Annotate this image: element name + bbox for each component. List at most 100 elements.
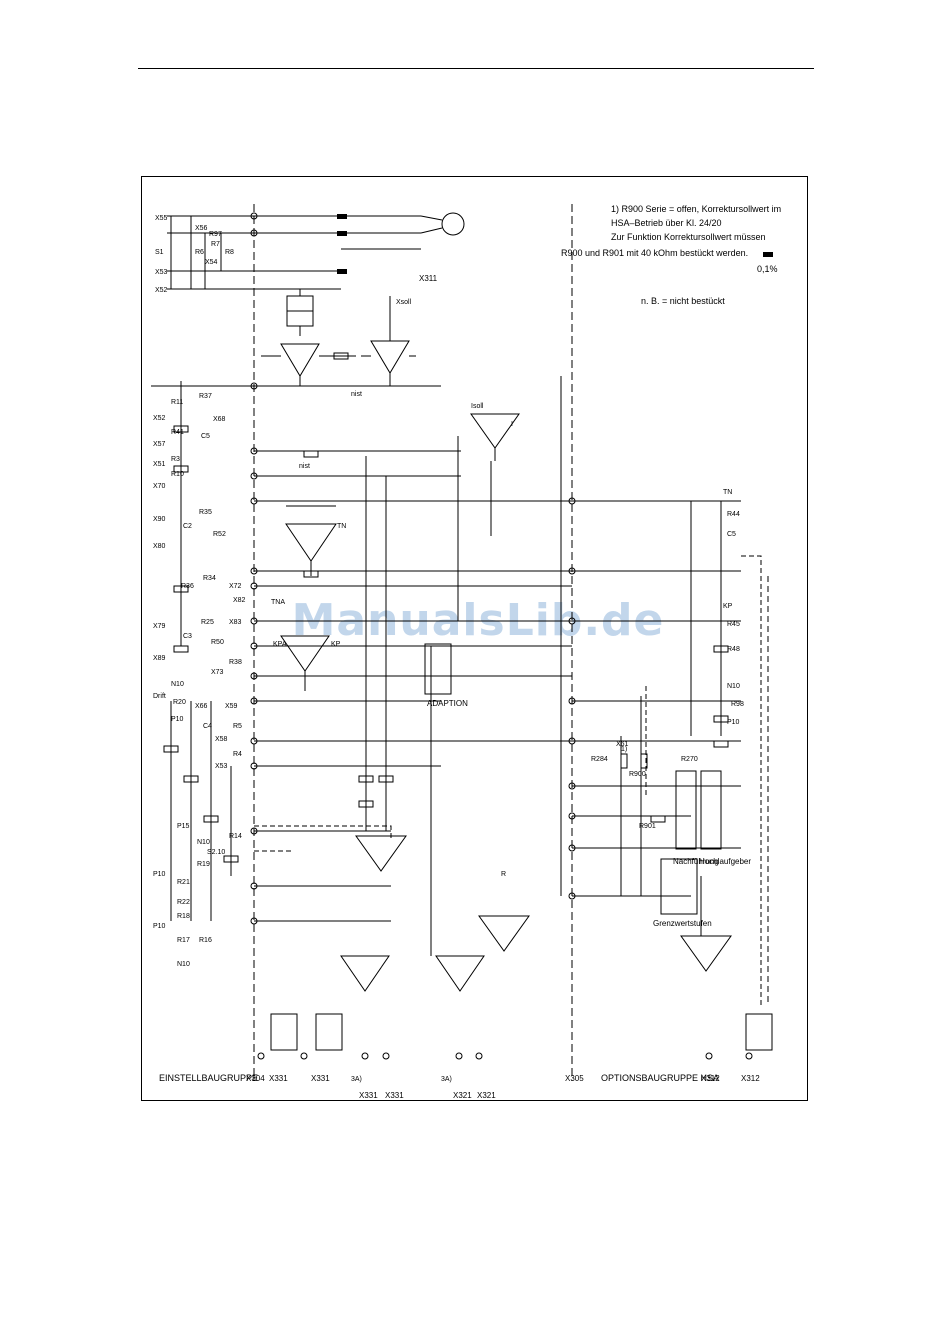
label-r21: R21 (177, 879, 190, 886)
label-r6: R6 (195, 249, 204, 256)
label-x52b: X52 (153, 415, 166, 422)
label-p10c: P10 (153, 923, 166, 930)
label-x61: X61 (616, 741, 629, 748)
label-x89: X89 (153, 655, 166, 662)
label-n10c: N10 (177, 961, 190, 968)
label-r270: R270 (681, 756, 698, 763)
label-r8: R8 (225, 249, 234, 256)
label-x79: X79 (153, 623, 166, 630)
label-tna: TNA (271, 599, 285, 606)
label-r50: R50 (211, 639, 224, 646)
label-x56: X56 (195, 225, 208, 232)
label-kp: KP (331, 641, 341, 648)
label-x82: X82 (233, 597, 246, 604)
connector-x331a: X331 (269, 1074, 288, 1083)
label-x52: X52 (155, 287, 168, 294)
label-tn2: TN (723, 489, 732, 496)
label-x55: X55 (155, 215, 168, 222)
label-r36: R36 (181, 583, 194, 590)
label-r48: R48 (727, 646, 740, 653)
label-fn1: 1) (621, 746, 627, 753)
label-c5: C5 (201, 433, 210, 440)
page-header-rule (138, 68, 814, 69)
label-p15: P15 (177, 823, 190, 830)
connector-x305: X305 (565, 1074, 584, 1083)
label-r900: R900 (629, 771, 646, 778)
label-r98: R98 (731, 701, 744, 708)
label-c2: C2 (183, 523, 192, 530)
connector-x331c: X331 (359, 1091, 378, 1100)
connector-x331d: X331 (385, 1091, 404, 1100)
circuit-schematic: X55 S1 X53 X52 R6 X56 R7 R8 R97 X54 R11 … (151, 204, 781, 1100)
label-3a1: 3A) (351, 1076, 362, 1083)
label-c3: C3 (183, 633, 192, 640)
label-c4: C4 (203, 723, 212, 730)
block-nachfuehrung: Nachführung (673, 857, 719, 866)
note-line-2: HSA–Betrieb über Kl. 24/20 (611, 218, 722, 228)
label-s210: S2.10 (207, 849, 225, 856)
connector-x312a: X312 (701, 1074, 720, 1083)
label-r10: R10 (171, 471, 184, 478)
label-r38: R38 (229, 659, 242, 666)
connector-x321a: X321 (453, 1091, 472, 1100)
label-x80: X80 (153, 543, 166, 550)
label-r19: R19 (197, 861, 210, 868)
label-n10b: N10 (197, 839, 210, 846)
label-x51: X51 (153, 461, 166, 468)
label-x68: X68 (213, 416, 226, 423)
label-drift: Drift (153, 693, 166, 700)
label-p10d: P10 (727, 719, 740, 726)
section-einstellbaugruppe: EINSTELLBAUGRUPPE (159, 1073, 258, 1083)
label-r284: R284 (591, 756, 608, 763)
label-x58: X58 (215, 736, 228, 743)
label-x54: X54 (205, 259, 218, 266)
label-p10a: P10 (171, 716, 184, 723)
label-r44: R44 (727, 511, 740, 518)
label-r16: R16 (199, 937, 212, 944)
connector-x304: X304 (246, 1074, 265, 1083)
label-3a2: 3A) (441, 1076, 452, 1083)
connector-x331b: X331 (311, 1074, 330, 1083)
label-r14: R14 (229, 833, 242, 840)
label-s1: S1 (155, 249, 164, 256)
label-kpa: KPA (273, 641, 287, 648)
label-c5b: C5 (727, 531, 736, 538)
label-r41: R41 (171, 429, 184, 436)
label-x57: X57 (153, 441, 166, 448)
label-r25: R25 (201, 619, 214, 626)
label-r97: R97 (209, 231, 222, 238)
label-nist: nist (351, 391, 362, 398)
label-r5: R5 (233, 723, 242, 730)
note-line-3: Zur Funktion Korrektursollwert müssen (611, 232, 766, 242)
connector-x311: X311 (419, 274, 438, 283)
label-r52: R52 (213, 531, 226, 538)
label-r22: R22 (177, 899, 190, 906)
connector-x312b: X312 (741, 1074, 760, 1083)
label-nist2: nist (299, 463, 310, 470)
label-x73: X73 (211, 669, 224, 676)
label-kp2: KP (723, 603, 733, 610)
block-hochlaufgeber: Hochlaufgeber (699, 857, 751, 866)
label-x59: X59 (225, 703, 238, 710)
label-i: I (511, 421, 513, 428)
connector-x321b: X321 (477, 1091, 496, 1100)
label-tn: TN (337, 523, 346, 530)
label-r: R (501, 871, 506, 878)
label-x53: X53 (155, 269, 168, 276)
schematic-frame (141, 176, 808, 1101)
label-r37: R37 (199, 393, 212, 400)
label-r35: R35 (199, 509, 212, 516)
label-p10b: P10 (153, 871, 166, 878)
label-r18: R18 (177, 913, 190, 920)
label-x70: X70 (153, 483, 166, 490)
label-r11: R11 (171, 399, 183, 406)
label-r17: R17 (177, 937, 190, 944)
label-r901: R901 (639, 823, 656, 830)
label-xsoll: Xsoll (396, 299, 412, 306)
note-line-4: R900 und R901 mit 40 kOhm bestückt werde… (561, 248, 748, 258)
section-optionsbaugruppe: OPTIONSBAUGRUPPE HSA (601, 1073, 719, 1083)
label-r7: R7 (211, 241, 220, 248)
block-grenzwertstufen: Grenzwertstufen (653, 919, 712, 928)
label-x53b: X53 (215, 763, 228, 770)
legend-tolerance: 0,1% (757, 264, 778, 274)
